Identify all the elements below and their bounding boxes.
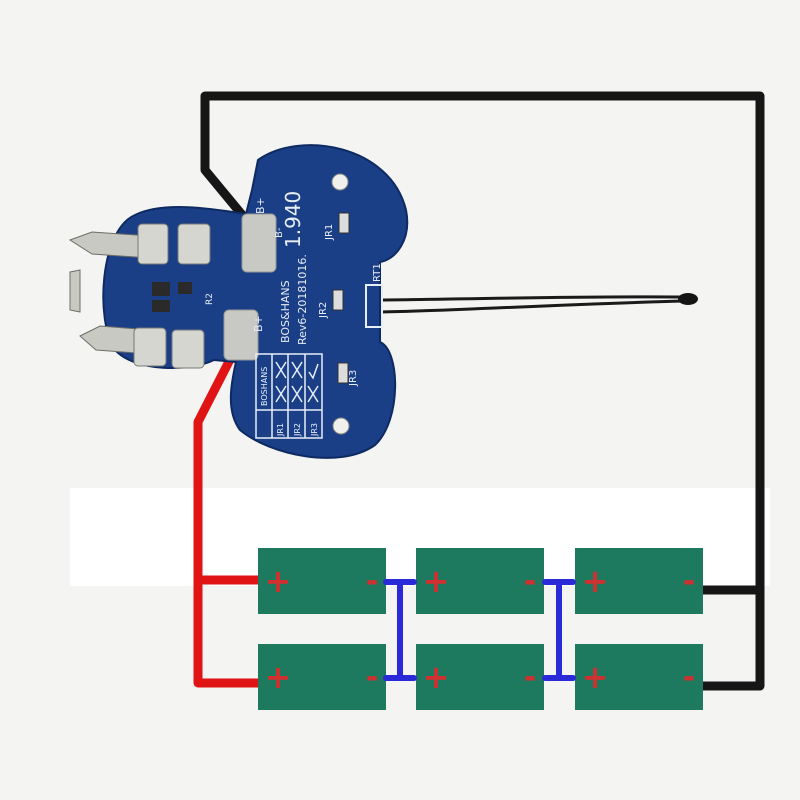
label-jr3: JR3: [348, 370, 359, 387]
thermistor-lead: [374, 295, 686, 302]
chip-2: [178, 282, 192, 294]
pad-b-plus: [223, 309, 259, 361]
cell-negative-mark: -: [683, 564, 695, 599]
label-rt1: RT1: [372, 263, 383, 282]
brand-label: BOS&HANS: [279, 280, 292, 343]
battery-cell: [575, 548, 703, 614]
chip-1: [152, 282, 170, 296]
revision-label: Rev6-20181016.: [296, 254, 309, 345]
jr2-pad: [332, 289, 344, 311]
thermistor-bulb: [678, 293, 698, 305]
board-number: 1.940: [281, 191, 305, 248]
battery-cell: [575, 644, 703, 710]
cell-positive-mark: +: [582, 562, 609, 600]
cell-positive-mark: +: [265, 562, 292, 600]
label-b-plus-top: B+: [254, 197, 267, 214]
negative-wire-lower: [695, 585, 765, 691]
series-bridges: [383, 579, 576, 681]
label-r2: R2: [205, 293, 215, 305]
jumper-table: BOSHANS JR1 JR2 JR3: [255, 353, 323, 439]
battery-cell: [416, 644, 544, 710]
cell-positive-mark: +: [423, 562, 450, 600]
mount-hole-bottom: [332, 417, 350, 435]
label-b-plus-bottom: B+: [252, 315, 265, 332]
rt1-outline: [365, 284, 383, 328]
cell-negative-mark: -: [366, 660, 378, 695]
battery-cell: [258, 644, 386, 710]
cell-negative-mark: -: [524, 564, 536, 599]
cell-negative-mark: -: [524, 660, 536, 695]
jr3-pad: [337, 362, 349, 384]
battery-cell: [258, 548, 386, 614]
cell-positive-mark: +: [265, 658, 292, 696]
cell-positive-mark: +: [423, 658, 450, 696]
chip-3: [152, 300, 170, 312]
table-row-jr2: JR2: [293, 423, 302, 437]
table-row-jr3: JR3: [310, 423, 319, 437]
negative-wire: [200, 91, 765, 595]
cell-negative-mark: -: [366, 564, 378, 599]
label-jr1: JR1: [324, 224, 335, 241]
cell-positive-mark: +: [582, 658, 609, 696]
pad-b-minus: [241, 213, 277, 273]
battery-cells: + - + - + - + - + - + -: [258, 548, 703, 710]
thermistor-lead-2: [374, 299, 686, 314]
positive-wire: [193, 335, 267, 688]
label-b-minus: B-: [274, 227, 285, 238]
table-row-jr1: JR1: [276, 423, 285, 437]
label-jr2: JR2: [318, 302, 329, 319]
jr1-pad: [338, 212, 350, 234]
table-header: BOSHANS: [260, 367, 269, 406]
battery-cell: [416, 548, 544, 614]
bms-board: B+ B- B+ BOS&HANS Rev6-20181016. 1.940 J…: [102, 144, 409, 459]
mount-hole-top: [331, 173, 349, 191]
cell-negative-mark: -: [683, 660, 695, 695]
terminal-tabs: [68, 223, 211, 369]
